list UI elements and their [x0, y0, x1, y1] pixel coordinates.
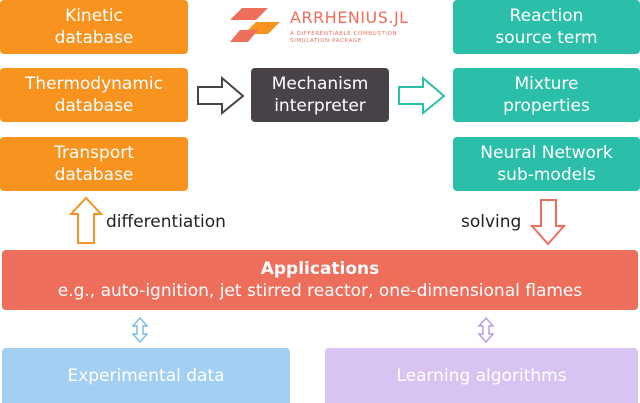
experimental-data-box: Experimental data: [2, 348, 290, 403]
neural-network-box: Neural Network sub-models: [453, 137, 640, 191]
differentiation-label: differentiation: [106, 212, 226, 232]
thermodynamic-database-box: Thermodynamic database: [0, 68, 188, 122]
arrow-down-solving-icon: [529, 199, 567, 246]
logo-subtitle: A DIFFERENTIABLE COMBUSTION SIMULATION P…: [290, 31, 398, 44]
mixture-properties-label: Mixture properties: [503, 74, 590, 116]
arrow-right-to-mixture-icon: [398, 75, 446, 116]
applications-subtitle: e.g., auto-ignition, jet stirred reactor…: [57, 281, 583, 301]
arrow-up-differentiation-icon: [68, 196, 104, 244]
arrhenius-logo-icon: [230, 8, 280, 42]
logo-title: ARRHENIUS.JL: [290, 8, 409, 27]
mixture-properties-box: Mixture properties: [453, 68, 640, 122]
mechanism-interpreter-box: Mechanism interpreter: [251, 68, 389, 122]
arrow-bidirectional-experimental-icon: [131, 316, 149, 344]
neural-network-label: Neural Network sub-models: [480, 143, 613, 185]
solving-label: solving: [461, 212, 522, 232]
kinetic-database-box: Kinetic database: [0, 0, 188, 54]
reaction-source-term-box: Reaction source term: [453, 0, 640, 54]
kinetic-database-label: Kinetic database: [54, 6, 134, 48]
applications-box: Applications e.g., auto-ignition, jet st…: [2, 250, 638, 310]
applications-title: Applications: [260, 259, 380, 279]
learning-algorithms-box: Learning algorithms: [325, 348, 638, 403]
arrow-bidirectional-learning-icon: [477, 316, 495, 344]
reaction-source-term-label: Reaction source term: [495, 6, 598, 48]
learning-algorithms-label: Learning algorithms: [396, 365, 567, 386]
arrow-right-to-mechanism-icon: [197, 75, 245, 116]
mechanism-interpreter-label: Mechanism interpreter: [271, 74, 369, 116]
transport-database-label: Transport database: [54, 143, 134, 185]
thermodynamic-database-label: Thermodynamic database: [25, 74, 163, 116]
transport-database-box: Transport database: [0, 137, 188, 191]
experimental-data-label: Experimental data: [67, 365, 225, 386]
